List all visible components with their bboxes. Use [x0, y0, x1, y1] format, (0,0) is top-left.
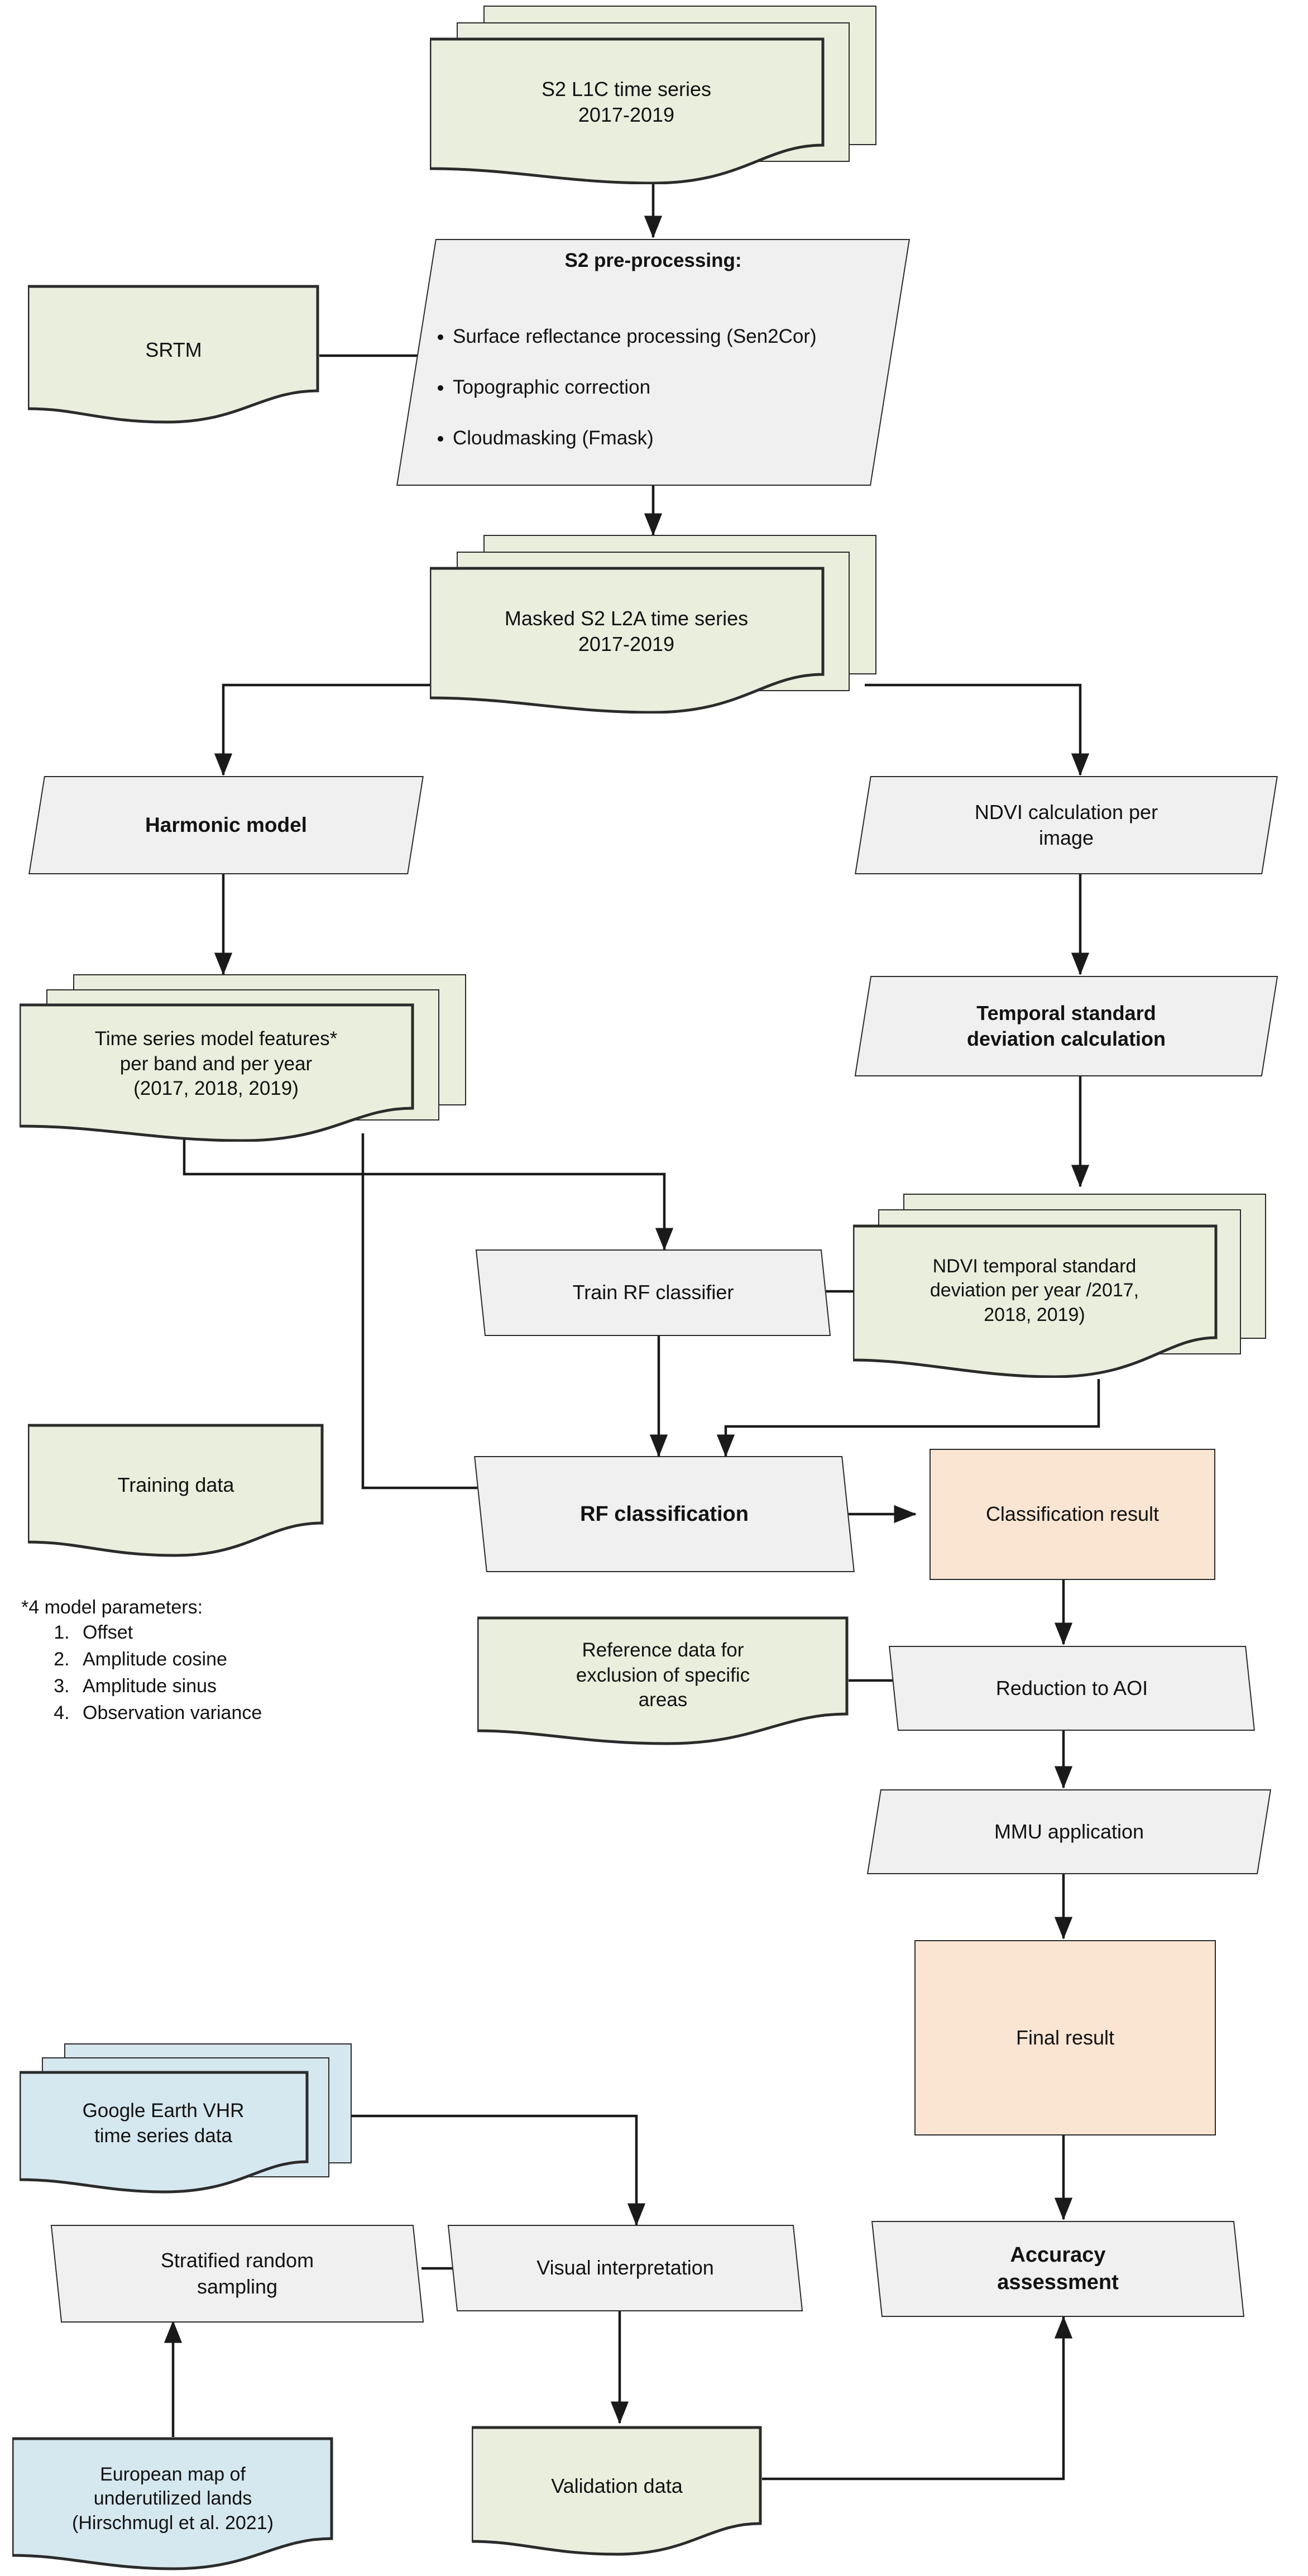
node-ndvi-std-per-year[interactable]: NDVI temporal standard deviation per yea… [853, 1194, 1266, 1378]
node-label: Time series model features* per band and… [94, 1027, 338, 1100]
edge-tsfeatures-to-trainrf [183, 1139, 674, 1251]
node-harmonic-model[interactable]: Harmonic model [28, 776, 424, 874]
model-parameters-list: Offset Amplitude cosine Amplitude sinus … [75, 1622, 445, 1724]
node-reduction-to-aoi[interactable]: Reduction to AOI [889, 1646, 1255, 1731]
edge-validation-to-accuracy [762, 2316, 1073, 2481]
node-accuracy-assessment[interactable]: Accuracy assessment [871, 2221, 1245, 2317]
node-stratified-random-sampling[interactable]: Stratified random sampling [50, 2225, 424, 2323]
node-ts-model-features[interactable]: Time series model features* per band and… [20, 974, 466, 1142]
node-training-data[interactable]: Training data [28, 1424, 324, 1558]
node-label: Accuracy assessment [997, 2243, 1119, 2294]
edge-gevhr-to-visual [346, 2114, 646, 2226]
model-parameter-item: Amplitude cosine [75, 1649, 445, 1670]
node-label: S2 L1C time series 2017-2019 [541, 77, 712, 126]
node-validation-data[interactable]: Validation data [472, 2426, 762, 2557]
preprocessing-bullet: Surface reflectance processing (Sen2Cor) [453, 324, 883, 349]
node-label: Reduction to AOI [995, 1676, 1148, 1699]
node-srtm[interactable]: SRTM [28, 285, 319, 424]
node-reference-data[interactable]: Reference data for exclusion of specific… [477, 1616, 849, 1746]
node-google-earth-vhr[interactable]: Google Earth VHR time series data [20, 2043, 352, 2194]
node-final-result[interactable]: Final result [914, 1940, 1216, 2136]
node-mmu-application[interactable]: MMU application [866, 1789, 1272, 1874]
model-parameters-note: *4 model parameters: Offset Amplitude co… [21, 1597, 445, 1729]
node-rf-classification[interactable]: RF classification [474, 1456, 855, 1572]
node-classification-result[interactable]: Classification result [930, 1449, 1215, 1580]
node-masked-s2-l2a[interactable]: Masked S2 L2A time series 2017-2019 [430, 535, 876, 714]
node-european-map[interactable]: European map of underutilized lands (Hir… [12, 2437, 333, 2571]
node-label: European map of underutilized lands (Hir… [72, 2463, 274, 2534]
node-label: Training data [117, 1473, 234, 1496]
model-parameters-title: *4 model parameters: [21, 1597, 203, 1618]
node-label: NDVI calculation per image [974, 800, 1158, 849]
node-label: Final result [1015, 2026, 1115, 2049]
model-parameter-item: Offset [75, 1622, 445, 1644]
model-parameter-item: Amplitude sinus [75, 1675, 445, 1697]
preprocessing-bullet: Cloudmasking (Fmask) [453, 426, 883, 451]
edge-ndvistd-to-rfclass [716, 1379, 1100, 1457]
node-label: Reference data for exclusion of specific… [576, 1639, 750, 1711]
node-ndvi-calculation[interactable]: NDVI calculation per image [855, 776, 1278, 874]
node-label: Harmonic model [145, 813, 307, 837]
node-label: RF classification [580, 1502, 749, 1526]
node-label: Google Earth VHR time series data [82, 2100, 245, 2147]
node-visual-interpretation[interactable]: Visual interpretation [447, 2225, 803, 2311]
node-label: Temporal standard deviation calculation [966, 1001, 1166, 1050]
node-label: Visual interpretation [536, 2256, 714, 2280]
node-label: Validation data [551, 2474, 683, 2498]
model-parameter-item: Observation variance [75, 1702, 445, 1724]
node-label: NDVI temporal standard deviation per yea… [930, 1255, 1139, 1325]
node-label: SRTM [145, 338, 202, 361]
edge-masked-to-ndvi [865, 683, 1090, 776]
node-temporal-std-calculation[interactable]: Temporal standard deviation calculation [854, 976, 1278, 1076]
node-label: Train RF classifier [572, 1281, 734, 1304]
node-label: Classification result [985, 1502, 1160, 1526]
edge-masked-to-harmonic [214, 683, 441, 776]
node-label: Stratified random sampling [160, 2249, 314, 2298]
preprocessing-heading: S2 pre-processing: [564, 249, 742, 271]
preprocessing-bullet: Topographic correction [453, 375, 883, 400]
node-label-block: S2 pre-processing: Surface reflectance p… [416, 223, 890, 501]
node-label: MMU application [994, 1820, 1144, 1843]
node-s2-l1c-time-series[interactable]: S2 L1C time series 2017-2019 [430, 6, 876, 184]
node-label: Masked S2 L2A time series 2017-2019 [504, 606, 749, 655]
node-train-rf-classifier[interactable]: Train RF classifier [475, 1249, 831, 1336]
node-s2-pre-processing[interactable]: S2 pre-processing: Surface reflectance p… [396, 239, 911, 486]
